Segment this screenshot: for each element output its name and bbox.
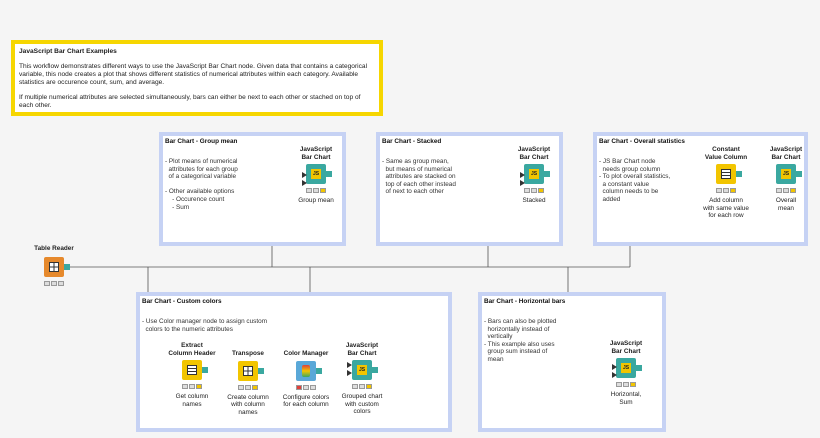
node-status-traffic-light <box>352 384 372 390</box>
color-manager-icon[interactable] <box>296 360 322 381</box>
annotation-overall-statistics: Bar Chart - Overall statistics - JS Bar … <box>593 132 808 246</box>
node-extract-header-name: Extract Column Header <box>168 342 216 357</box>
node-bar-chart-custom-desc: Grouped chart with custom colors <box>341 393 383 416</box>
node-bar-chart-stacked-desc: Stacked <box>522 197 546 205</box>
table-icon <box>49 261 59 272</box>
node-constant-value-desc: Add column with same value for each row <box>703 197 749 220</box>
grid-icon <box>243 365 253 376</box>
js-bar-chart-icon[interactable]: JS <box>352 360 378 381</box>
annotation-group-mean-text: - Plot means of numerical attributes for… <box>165 158 238 211</box>
node-table-reader-name: Table Reader <box>34 245 74 252</box>
transpose-icon[interactable] <box>238 360 264 381</box>
node-status-traffic-light <box>524 188 544 194</box>
js-badge-icon: JS <box>781 169 791 180</box>
workflow-description-paragraph-2: If multiple numerical attributes are sel… <box>19 94 361 109</box>
node-extract-header-desc: Get column names <box>175 393 209 408</box>
annotation-overall-title: Bar Chart - Overall statistics <box>599 138 685 145</box>
node-transpose-desc: Create column with column names <box>227 393 269 416</box>
node-bar-chart-group-mean-name: JavaScript Bar Chart <box>299 146 333 161</box>
node-status-traffic-light <box>44 280 64 286</box>
node-transpose[interactable]: Transpose Create column with column name… <box>208 350 288 416</box>
input-port-icon[interactable] <box>347 362 352 368</box>
annotation-horizontal-text: - Bars can also be plotted horizontally … <box>484 318 557 363</box>
node-bar-chart-stacked[interactable]: JavaScript Bar Chart JS Stacked <box>494 146 574 205</box>
header-extract-icon <box>187 365 197 376</box>
node-status-traffic-light <box>616 382 636 388</box>
node-status-traffic-light <box>776 188 796 194</box>
input-port-icon[interactable] <box>302 180 307 186</box>
workflow-description-annotation: JavaScript Bar Chart Examples This workf… <box>11 40 383 116</box>
annotation-custom-colors-title: Bar Chart - Custom colors <box>142 298 222 305</box>
node-transpose-name: Transpose <box>232 350 264 357</box>
node-status-traffic-light <box>182 384 202 390</box>
js-badge-icon: JS <box>357 365 367 376</box>
input-port-icon[interactable] <box>302 172 307 178</box>
node-extract-column-header[interactable]: Extract Column Header Get column names <box>152 342 232 408</box>
node-bar-chart-group-mean[interactable]: JavaScript Bar Chart JS Group mean <box>276 146 356 205</box>
node-status-traffic-light <box>238 384 258 390</box>
column-add-icon <box>721 169 731 180</box>
js-badge-icon: JS <box>311 169 321 180</box>
js-bar-chart-icon[interactable]: JS <box>306 164 332 185</box>
table-reader-icon[interactable] <box>44 256 70 277</box>
annotation-overall-text: - JS Bar Chart node needs group column -… <box>599 158 671 203</box>
node-bar-chart-custom-name: JavaScript Bar Chart <box>345 342 379 357</box>
node-bar-chart-overall-name: JavaScript Bar Chart <box>769 146 803 161</box>
node-bar-chart-horizontal[interactable]: JavaScript Bar Chart JS Horizontal, Sum <box>586 340 666 406</box>
node-bar-chart-horizontal-desc: Horizontal, Sum <box>610 391 642 406</box>
js-badge-icon: JS <box>529 169 539 180</box>
node-bar-chart-group-mean-desc: Group mean <box>298 197 334 205</box>
node-status-traffic-light <box>716 188 736 194</box>
js-bar-chart-icon[interactable]: JS <box>524 164 550 185</box>
node-bar-chart-overall-desc: Overall mean <box>775 197 797 212</box>
node-color-manager[interactable]: Color Manager Configure colors for each … <box>266 350 346 409</box>
node-bar-chart-custom-colors[interactable]: JavaScript Bar Chart JS Grouped chart wi… <box>322 342 402 416</box>
js-bar-chart-icon[interactable]: JS <box>776 164 802 185</box>
annotation-custom-colors-text: - Use Color manager node to assign custo… <box>142 318 268 333</box>
js-badge-icon: JS <box>621 363 631 374</box>
extract-header-icon[interactable] <box>182 360 208 381</box>
input-port-icon[interactable] <box>347 370 352 376</box>
input-port-icon[interactable] <box>612 372 617 378</box>
js-bar-chart-icon[interactable]: JS <box>616 358 642 379</box>
node-constant-value-column[interactable]: Constant Value Column Add column with sa… <box>686 146 766 220</box>
input-port-icon[interactable] <box>520 180 525 186</box>
node-bar-chart-overall[interactable]: JavaScript Bar Chart JS Overall mean <box>746 146 820 212</box>
node-color-manager-desc: Configure colors for each column <box>282 393 330 409</box>
workflow-description-paragraph-1: This workflow demonstrates different way… <box>19 63 368 86</box>
node-color-manager-name: Color Manager <box>283 350 329 357</box>
annotation-stacked-text: - Same as group mean, but means of numer… <box>382 158 456 196</box>
palette-icon <box>302 364 310 377</box>
workflow-description-title: JavaScript Bar Chart Examples <box>19 48 117 55</box>
node-status-traffic-light <box>306 188 326 194</box>
annotation-horizontal-bars: Bar Chart - Horizontal bars - Bars can a… <box>478 292 666 432</box>
annotation-horizontal-title: Bar Chart - Horizontal bars <box>484 298 566 305</box>
input-port-icon[interactable] <box>612 364 617 370</box>
node-status-traffic-light <box>296 384 316 390</box>
node-bar-chart-horizontal-name: JavaScript Bar Chart <box>609 340 643 355</box>
node-table-reader[interactable]: Table Reader <box>14 245 94 286</box>
node-bar-chart-stacked-name: JavaScript Bar Chart <box>517 146 551 161</box>
input-port-icon[interactable] <box>520 172 525 178</box>
annotation-stacked-title: Bar Chart - Stacked <box>382 138 442 145</box>
constant-value-icon[interactable] <box>716 164 742 185</box>
node-constant-value-name: Constant Value Column <box>704 146 748 161</box>
annotation-group-mean-title: Bar Chart - Group mean <box>165 138 238 145</box>
